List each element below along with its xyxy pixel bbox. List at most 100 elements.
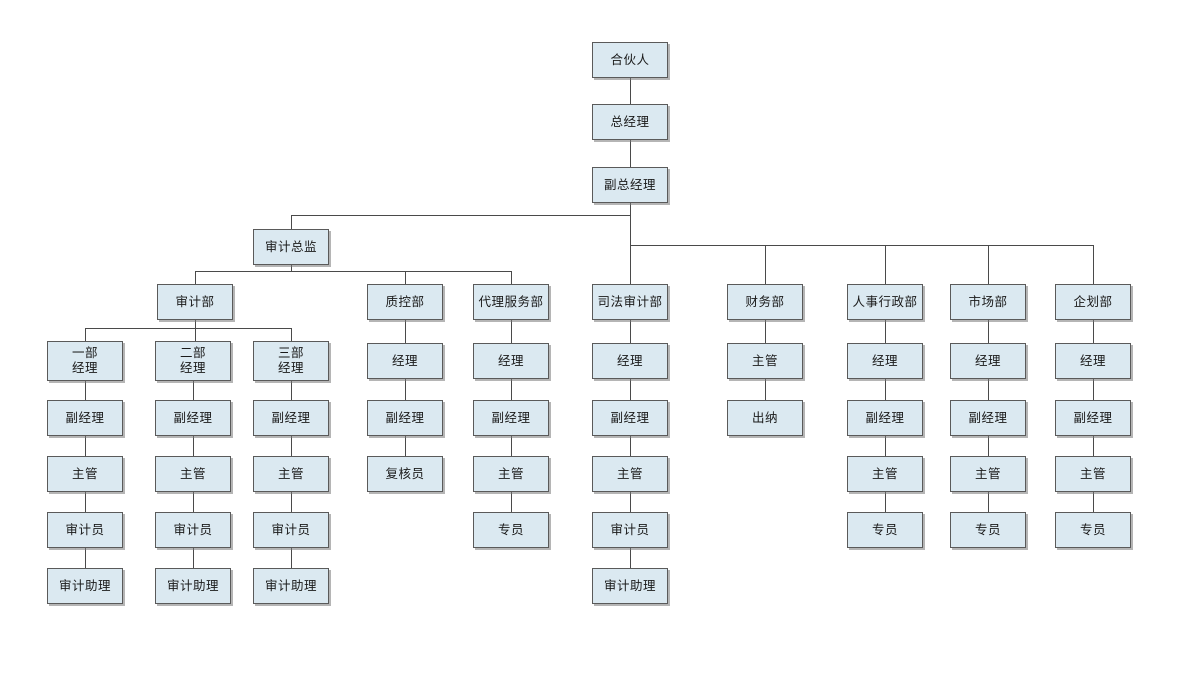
connector-line (511, 492, 512, 512)
connector-line (630, 245, 631, 284)
connector-line (85, 548, 86, 568)
org-node-pl_mgr[interactable]: 经理 (1055, 343, 1131, 379)
connector-line (765, 379, 766, 400)
connector-line (405, 271, 406, 284)
org-node-partner[interactable]: 合伙人 (592, 42, 668, 78)
org-node-ag_sup[interactable]: 主管 (473, 456, 549, 492)
connector-line (291, 215, 292, 229)
connector-line (630, 320, 631, 343)
connector-line (85, 436, 86, 456)
org-node-qc_mgr[interactable]: 经理 (367, 343, 443, 379)
connector-line (630, 203, 631, 215)
org-node-a3_asst[interactable]: 审计助理 (253, 568, 329, 604)
org-node-a1_dep[interactable]: 副经理 (47, 400, 123, 436)
connector-line (988, 436, 989, 456)
org-node-a2_dep[interactable]: 副经理 (155, 400, 231, 436)
org-node-a3_mgr[interactable]: 三部 经理 (253, 341, 329, 381)
org-node-ag_spc[interactable]: 专员 (473, 512, 549, 548)
org-node-ju_dep[interactable]: 副经理 (592, 400, 668, 436)
connector-line (511, 379, 512, 400)
org-node-mk_spc[interactable]: 专员 (950, 512, 1026, 548)
connector-line (291, 265, 292, 271)
org-node-a2_aud[interactable]: 审计员 (155, 512, 231, 548)
org-node-a3_aud[interactable]: 审计员 (253, 512, 329, 548)
connector-line (885, 492, 886, 512)
connector-line (885, 436, 886, 456)
connector-line (291, 548, 292, 568)
org-node-deputy_gm[interactable]: 副总经理 (592, 167, 668, 203)
org-node-ju_asst[interactable]: 审计助理 (592, 568, 668, 604)
connector-line (630, 379, 631, 400)
org-node-qc_rev[interactable]: 复核员 (367, 456, 443, 492)
connector-line (988, 492, 989, 512)
org-node-dept_qc[interactable]: 质控部 (367, 284, 443, 320)
connector-line (193, 492, 194, 512)
connector-line (85, 328, 86, 341)
org-node-dept_agency[interactable]: 代理服务部 (473, 284, 549, 320)
org-node-a1_aud[interactable]: 审计员 (47, 512, 123, 548)
connector-line (195, 320, 196, 328)
org-node-a2_sup[interactable]: 主管 (155, 456, 231, 492)
org-node-hr_dep[interactable]: 副经理 (847, 400, 923, 436)
org-node-a3_sup[interactable]: 主管 (253, 456, 329, 492)
connector-line (630, 78, 631, 104)
org-node-a1_asst[interactable]: 审计助理 (47, 568, 123, 604)
org-node-fi_cash[interactable]: 出纳 (727, 400, 803, 436)
connector-line (291, 328, 292, 341)
org-node-qc_dep[interactable]: 副经理 (367, 400, 443, 436)
org-node-pl_sup[interactable]: 主管 (1055, 456, 1131, 492)
org-node-dept_finance[interactable]: 财务部 (727, 284, 803, 320)
connector-line (193, 436, 194, 456)
org-node-ju_mgr[interactable]: 经理 (592, 343, 668, 379)
org-node-ag_mgr[interactable]: 经理 (473, 343, 549, 379)
org-node-dept_market[interactable]: 市场部 (950, 284, 1026, 320)
org-node-mk_dep[interactable]: 副经理 (950, 400, 1026, 436)
connector-line (511, 271, 512, 284)
org-node-a3_dep[interactable]: 副经理 (253, 400, 329, 436)
org-node-dept_audit[interactable]: 审计部 (157, 284, 233, 320)
connector-line (195, 328, 196, 341)
connector-line (405, 379, 406, 400)
org-node-dept_planning[interactable]: 企划部 (1055, 284, 1131, 320)
org-node-hr_sup[interactable]: 主管 (847, 456, 923, 492)
org-node-a2_mgr[interactable]: 二部 经理 (155, 341, 231, 381)
org-node-ag_dep[interactable]: 副经理 (473, 400, 549, 436)
connector-line (511, 436, 512, 456)
org-node-dept_judicial[interactable]: 司法审计部 (592, 284, 668, 320)
org-node-pl_dep[interactable]: 副经理 (1055, 400, 1131, 436)
connector-line (885, 379, 886, 400)
connector-line (291, 381, 292, 400)
org-node-ju_sup[interactable]: 主管 (592, 456, 668, 492)
org-node-fi_sup[interactable]: 主管 (727, 343, 803, 379)
connector-line (630, 140, 631, 167)
org-node-hr_spc[interactable]: 专员 (847, 512, 923, 548)
connector-line (1093, 320, 1094, 343)
connector-line (195, 271, 511, 272)
connector-line (405, 436, 406, 456)
org-node-ju_aud[interactable]: 审计员 (592, 512, 668, 548)
org-node-a1_sup[interactable]: 主管 (47, 456, 123, 492)
connector-line (630, 436, 631, 456)
org-node-pl_spc[interactable]: 专员 (1055, 512, 1131, 548)
org-node-dept_hr[interactable]: 人事行政部 (847, 284, 923, 320)
connector-line (885, 245, 886, 284)
connector-line (1093, 436, 1094, 456)
connector-line (630, 548, 631, 568)
org-node-mk_sup[interactable]: 主管 (950, 456, 1026, 492)
org-node-hr_mgr[interactable]: 经理 (847, 343, 923, 379)
connector-line (85, 492, 86, 512)
connector-line (988, 245, 989, 284)
org-node-gm[interactable]: 总经理 (592, 104, 668, 140)
connector-line (405, 320, 406, 343)
org-node-a2_asst[interactable]: 审计助理 (155, 568, 231, 604)
connector-line (630, 492, 631, 512)
connector-line (291, 492, 292, 512)
connector-line (193, 381, 194, 400)
connector-line (85, 328, 291, 329)
org-node-mk_mgr[interactable]: 经理 (950, 343, 1026, 379)
org-node-audit_director[interactable]: 审计总监 (253, 229, 329, 265)
connector-line (988, 379, 989, 400)
org-node-a1_mgr[interactable]: 一部 经理 (47, 341, 123, 381)
connector-line (291, 215, 630, 216)
